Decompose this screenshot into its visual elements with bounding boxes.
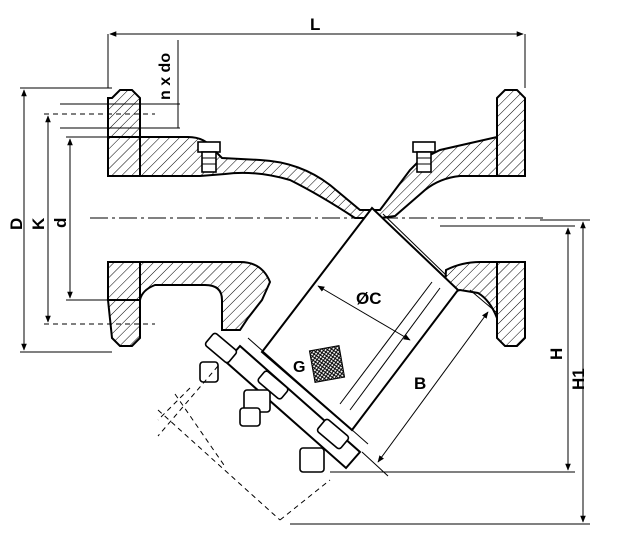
body-upper-wall	[139, 135, 498, 219]
label-g: G	[293, 359, 305, 376]
label-phi-c: ØC	[356, 289, 382, 308]
dimension-d-inner: d	[51, 136, 108, 301]
cover-bolt-2	[239, 370, 289, 427]
label-k: K	[29, 217, 48, 230]
dimension-d-outer: D	[7, 87, 112, 353]
screen-removal-clearance	[157, 365, 331, 521]
left-flange	[106, 89, 141, 347]
label-b: B	[414, 374, 426, 393]
dimension-k: K	[29, 113, 155, 325]
top-bolt-left	[197, 141, 221, 173]
label-n-x-do: n x do	[157, 53, 174, 100]
dimension-l: L	[107, 15, 526, 88]
label-l: L	[310, 15, 320, 34]
top-bolt-right	[412, 141, 436, 173]
label-h1: H1	[569, 368, 588, 390]
right-flange	[496, 89, 526, 347]
cover-bolt-1	[199, 332, 238, 383]
label-d-inner: d	[51, 218, 70, 228]
cover-bolt-3	[299, 418, 350, 473]
label-h: H	[547, 348, 566, 360]
screen-mesh	[308, 345, 346, 383]
label-d-outer: D	[7, 218, 26, 230]
dimension-h1: H1	[290, 219, 590, 525]
body-lower-left-wall	[139, 261, 272, 331]
dimension-n-x-do: n x do	[60, 40, 180, 129]
dimension-h: H	[330, 225, 575, 473]
